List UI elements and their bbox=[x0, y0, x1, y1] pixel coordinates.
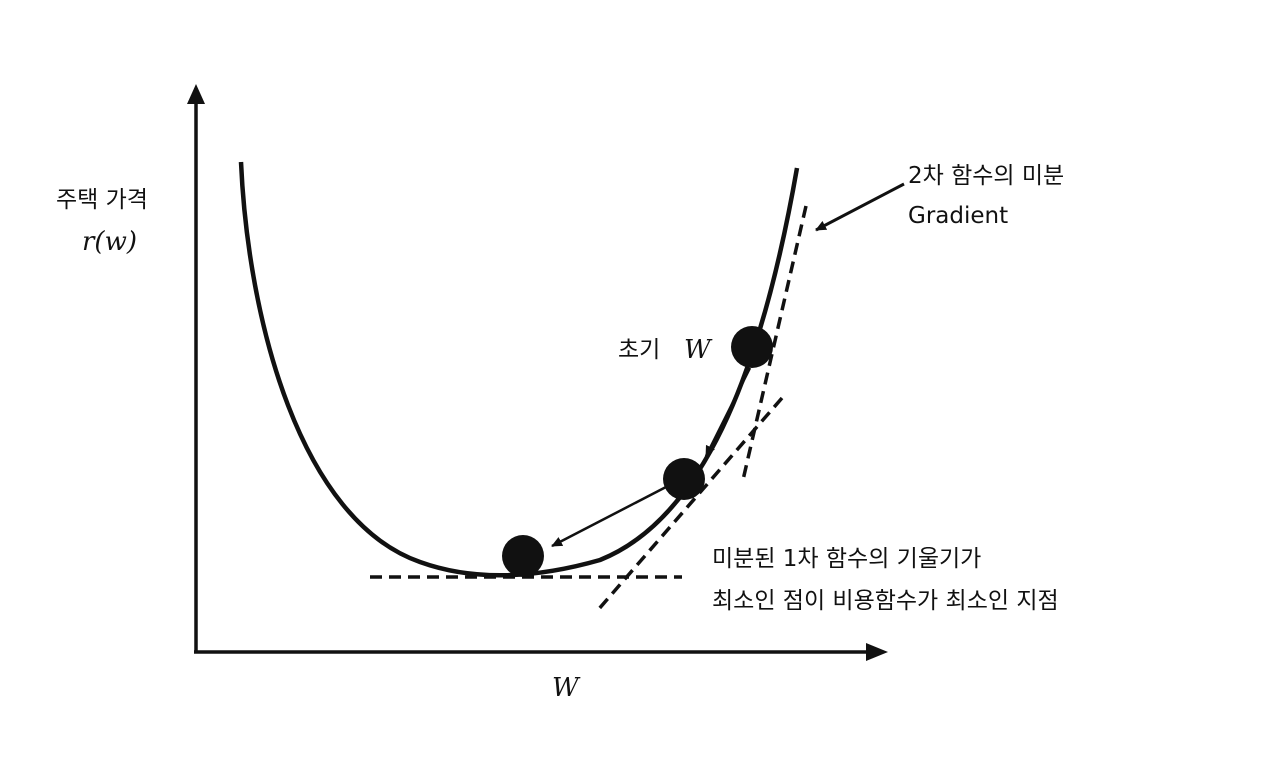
descent-arrow-1 bbox=[704, 367, 752, 457]
minimum-label-line2: 최소인 점이 비용함수가 최소인 지점 bbox=[712, 588, 1059, 614]
tangent-line-top bbox=[741, 205, 808, 481]
initial-point-label: 초기 bbox=[618, 337, 660, 363]
tangent-line-middle bbox=[596, 396, 784, 612]
gradient-label-line1: 2차 함수의 미분 bbox=[908, 163, 1064, 189]
initial-weight-point bbox=[731, 326, 773, 368]
cost-function-curve bbox=[238, 161, 800, 578]
initial-point-math: W bbox=[684, 335, 713, 365]
descent-arrow-2 bbox=[551, 485, 667, 548]
intermediate-weight-point bbox=[663, 458, 705, 500]
gradient-annotation-arrow bbox=[815, 182, 905, 232]
x-axis-label: W bbox=[552, 673, 581, 703]
y-axis-label: 주택 가격 bbox=[56, 187, 148, 213]
minimum-label-line1: 미분된 1차 함수의 기울기가 bbox=[712, 546, 981, 572]
minimum-weight-point bbox=[502, 535, 544, 577]
gradient-label-line2: Gradient bbox=[908, 203, 1008, 229]
x-axis-arrowhead bbox=[866, 643, 888, 661]
y-axis-arrowhead bbox=[187, 84, 205, 104]
y-axis-math-label: r(w) bbox=[82, 227, 137, 257]
